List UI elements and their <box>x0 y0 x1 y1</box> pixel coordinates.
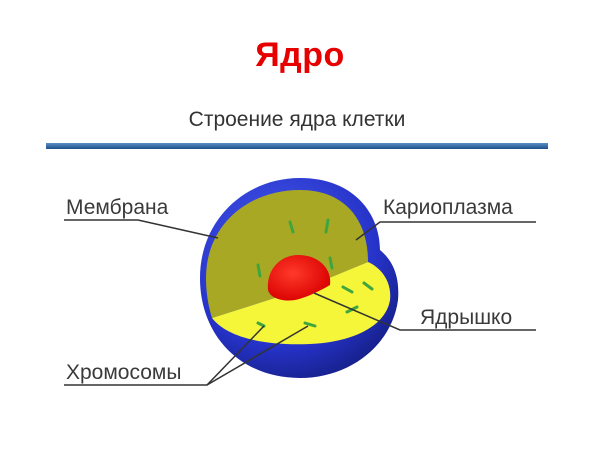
label-nucleolus: Ядрышко <box>420 306 513 329</box>
leader-lines <box>64 219 536 386</box>
label-chromosomes: Хромосомы <box>66 361 182 384</box>
label-karyoplasm: Кариоплазма <box>383 196 513 219</box>
label-membrane: Мембрана <box>66 196 169 219</box>
page-title: Ядро <box>255 36 345 74</box>
chromosomes-shapes <box>256 218 374 328</box>
header-divider-bar <box>46 143 548 149</box>
nucleolus-shape <box>267 255 331 301</box>
diagram-subtitle: Строение ядра клетки <box>188 108 406 131</box>
